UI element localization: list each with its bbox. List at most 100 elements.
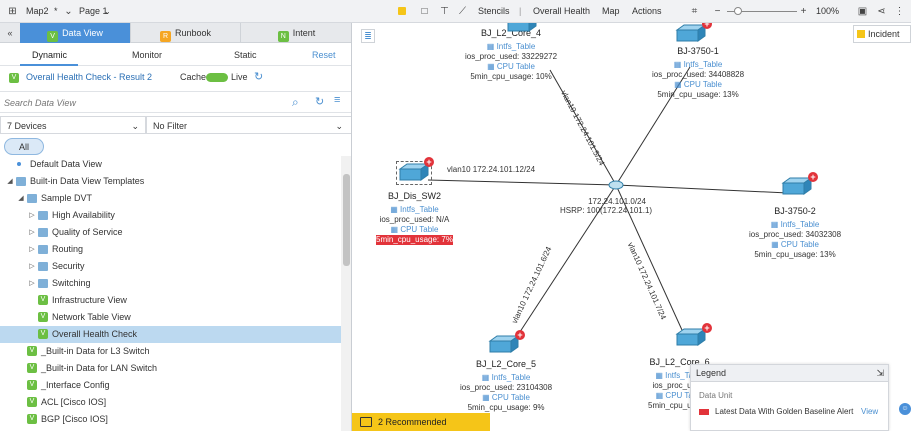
stencils-menu[interactable]: Stencils xyxy=(478,6,510,16)
text-icon[interactable]: ⊤ xyxy=(440,6,449,17)
page-selector[interactable]: Page 1 xyxy=(79,6,108,16)
alert-badge-icon[interactable]: + xyxy=(424,157,434,167)
cpu-table-link[interactable]: CPU Table xyxy=(400,225,439,234)
link-core5[interactable] xyxy=(513,184,617,342)
intfs-table-link[interactable]: Intfs_Table xyxy=(683,60,723,69)
switch-icon[interactable] xyxy=(780,176,813,196)
cpu-table-link[interactable]: CPU Table xyxy=(683,80,722,89)
cpu-table-link[interactable]: CPU Table xyxy=(780,240,819,249)
map-icon[interactable]: ⊞ xyxy=(8,6,17,17)
result-title[interactable]: Overall Health Check - Result 2 xyxy=(26,72,153,82)
fit-icon[interactable]: ⌗ xyxy=(691,6,698,17)
collapse-icon[interactable]: « xyxy=(7,28,13,38)
map-menu[interactable]: Map xyxy=(602,6,620,16)
expanded-arrow-icon[interactable]: ◢ xyxy=(18,195,24,202)
more-icon[interactable]: ⋮ xyxy=(894,6,905,17)
link-dis-sw2[interactable] xyxy=(427,179,617,186)
tree-item[interactable]: V_Interface Config xyxy=(0,377,341,394)
actions-menu[interactable]: Actions xyxy=(632,6,662,16)
overall-health-menu[interactable]: Overall Health xyxy=(533,6,591,16)
refresh-icon[interactable]: ↻ xyxy=(254,71,264,83)
subtab-static[interactable]: Static xyxy=(234,50,257,60)
zoom-slider-handle[interactable] xyxy=(734,7,742,15)
link-core6[interactable] xyxy=(615,184,688,342)
tree-scrollbar[interactable] xyxy=(341,156,351,431)
tree-item[interactable]: V_Built-in Data for LAN Switch xyxy=(0,360,341,377)
legend-view-link[interactable]: View xyxy=(861,407,879,416)
collapsed-arrow-icon[interactable]: ▷ xyxy=(29,229,35,236)
incident-button[interactable]: Incident xyxy=(853,25,911,43)
cpu-table-link[interactable]: CPU Table xyxy=(496,62,535,71)
zoom-in-icon[interactable]: + xyxy=(800,6,807,17)
link-3750-1[interactable] xyxy=(615,66,691,186)
intfs-table-link[interactable]: Intfs_Table xyxy=(780,220,820,229)
switch-icon[interactable] xyxy=(487,334,520,354)
intfs-table-link[interactable]: Intfs_Table xyxy=(491,373,531,382)
tree-item[interactable]: ▷Security xyxy=(0,258,341,275)
save-icon[interactable]: ▣ xyxy=(857,6,868,17)
assistant-icon[interactable]: ☺ xyxy=(899,403,911,415)
chevron-down-icon[interactable]: ⌄ xyxy=(64,6,73,17)
subtab-dynamic[interactable]: Dynamic xyxy=(32,50,68,60)
map-name[interactable]: Map2 xyxy=(26,6,49,16)
switch-icon[interactable] xyxy=(396,161,432,185)
intfs-table-link[interactable]: Intfs_Table xyxy=(665,371,704,380)
note-icon[interactable] xyxy=(398,7,406,15)
tree-item[interactable]: ▷Quality of Service xyxy=(0,224,341,241)
intfs-table-link[interactable]: Intfs_Table xyxy=(400,205,439,214)
list-icon[interactable]: ≣ xyxy=(361,29,375,43)
all-button[interactable]: All xyxy=(4,138,44,155)
hub-icon[interactable] xyxy=(608,180,624,190)
menu-icon[interactable]: ≡ xyxy=(334,94,341,106)
share-icon[interactable]: ⋖ xyxy=(877,6,886,17)
collapsed-arrow-icon[interactable]: ▷ xyxy=(29,280,35,287)
alert-badge-icon[interactable]: + xyxy=(702,23,712,29)
tree-item[interactable]: ▷High Availability xyxy=(0,207,341,224)
collapsed-arrow-icon[interactable]: ▷ xyxy=(29,212,35,219)
reset-link[interactable]: Reset xyxy=(312,50,336,60)
search-input[interactable] xyxy=(4,94,284,112)
map-canvas[interactable]: ≣ Incident 172.24.101.0/24 HSRP: 100(172… xyxy=(352,23,911,431)
collapse-icon[interactable]: ⇲ xyxy=(876,368,884,378)
cpu-table-link[interactable]: CPU Table xyxy=(665,391,704,400)
scrollbar-thumb[interactable] xyxy=(343,174,350,266)
tree-item[interactable]: ◢Built-in Data View Templates xyxy=(0,173,341,190)
alert-badge-icon[interactable]: + xyxy=(702,323,712,333)
switch-icon[interactable] xyxy=(505,23,537,33)
chevron-down-icon[interactable]: ⌄ xyxy=(104,7,111,16)
zoom-slider[interactable] xyxy=(727,11,797,12)
collapsed-arrow-icon[interactable]: ▷ xyxy=(29,246,35,253)
subtab-monitor[interactable]: Monitor xyxy=(132,50,163,60)
tree-item[interactable]: ▷Switching xyxy=(0,275,341,292)
sync-icon[interactable]: ↻ xyxy=(315,96,325,108)
alert-badge-icon[interactable]: + xyxy=(515,330,525,340)
collapsed-arrow-icon[interactable]: ▷ xyxy=(29,263,35,270)
intfs-table-link[interactable]: Intfs_Table xyxy=(496,42,536,51)
search-icon[interactable]: ⌕ xyxy=(292,95,299,109)
tree-item[interactable]: ▷Routing xyxy=(0,241,341,258)
cache-live-toggle[interactable] xyxy=(206,73,228,82)
cpu-table-link[interactable]: CPU Table xyxy=(491,393,530,402)
tree-item[interactable]: V_Built-in Data for L3 Switch xyxy=(0,343,341,360)
link-3750-2[interactable] xyxy=(615,184,789,194)
filter-select[interactable]: No Filter⌄ xyxy=(146,116,351,134)
link-core4[interactable] xyxy=(549,69,617,186)
alert-badge-icon[interactable]: + xyxy=(808,172,818,182)
line-icon[interactable]: ⟋ xyxy=(459,6,466,17)
square-icon[interactable]: □ xyxy=(421,6,428,17)
zoom-out-icon[interactable]: − xyxy=(714,6,721,17)
